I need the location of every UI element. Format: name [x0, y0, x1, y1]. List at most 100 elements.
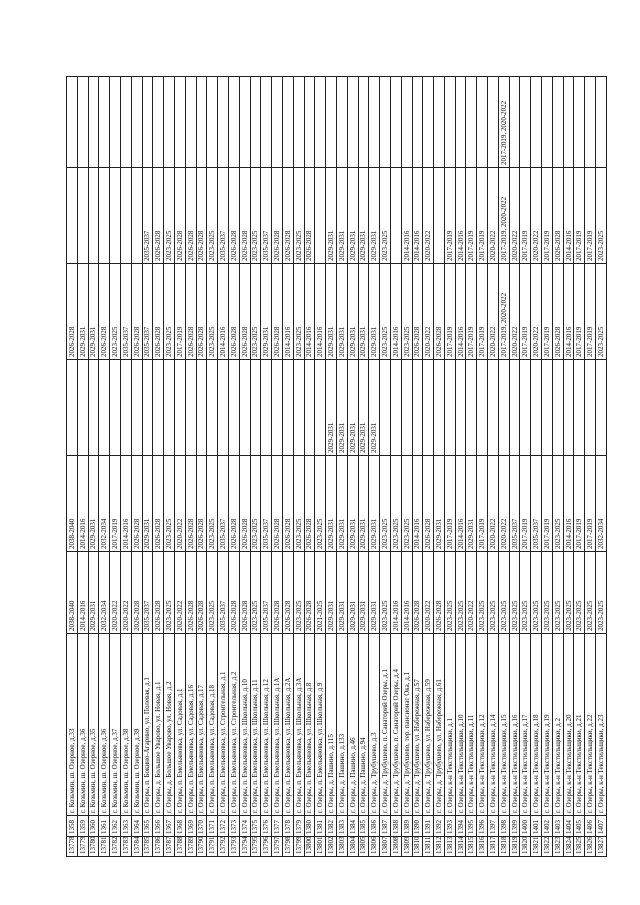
period-cell: 2017-2019, 2020-2022	[498, 167, 510, 264]
period-cell: 2029-2031	[347, 551, 359, 634]
period-cell: 2026-2028	[228, 167, 240, 264]
period-cell	[433, 359, 445, 456]
house-id-cell: 1381	[314, 815, 326, 837]
period-cell: 2017-2019	[444, 455, 456, 552]
period-cell: 2026-2028	[228, 263, 240, 360]
house-id-cell: 1389	[401, 815, 412, 837]
period-cell	[595, 76, 607, 168]
address-cell: г. Козьмин, ш. Озерное, д.37	[109, 633, 121, 816]
house-id-cell: 1365	[142, 815, 153, 837]
period-cell: 2026-2028	[196, 455, 207, 552]
period-cell	[185, 359, 197, 456]
period-cell: 2035-2037	[142, 167, 153, 264]
address-cell: г. Озеры, к-н Текстильщики, д.17	[519, 633, 531, 816]
house-id-cell: 1401	[530, 815, 542, 837]
period-cell: 2026-2028	[282, 551, 294, 634]
row-number-cell: 13778	[66, 836, 78, 857]
period-cell: 2035-2037	[217, 551, 229, 634]
period-cell: 2035-2037	[142, 551, 153, 634]
period-cell	[185, 76, 197, 168]
period-cell	[465, 359, 477, 456]
period-cell: 2020-2022	[530, 263, 542, 360]
period-cell: 2029-2031	[142, 455, 153, 552]
period-cell: 2026-2028	[185, 551, 197, 634]
period-cell: 2023-2025	[401, 263, 412, 360]
house-id-cell: 1394	[455, 815, 466, 837]
period-cell: 2023-2025	[455, 551, 466, 634]
period-cell	[109, 359, 121, 456]
period-cell	[552, 76, 564, 168]
house-id-cell: 1371	[206, 815, 218, 837]
period-cell: 2026-2028	[239, 551, 251, 634]
period-cell: 2017-2019, 2020-2022	[498, 263, 510, 360]
period-cell: 2026-2028	[239, 167, 251, 264]
period-cell: 2026-2028	[282, 167, 294, 264]
period-cell	[314, 359, 326, 456]
address-cell: г. Озеры, п. Емельяновка, ул. Школьная, …	[271, 633, 283, 816]
period-cell	[217, 76, 229, 168]
period-cell	[584, 76, 596, 168]
period-cell	[228, 359, 240, 456]
address-cell: г. Озеры, д. Трубушево, ул. Набережная, …	[422, 633, 434, 816]
period-cell: 2023-2025	[250, 263, 261, 360]
period-cell	[250, 359, 261, 456]
period-cell	[217, 359, 229, 456]
house-id-cell: 1360	[88, 815, 99, 837]
period-cell: 2026-2028	[271, 551, 283, 634]
period-cell: 2014-2016	[563, 455, 574, 552]
row-number-cell: 13785	[142, 836, 153, 857]
period-cell: 2026-2028	[185, 263, 197, 360]
period-cell: 2023-2025	[390, 455, 402, 552]
period-cell	[314, 76, 326, 168]
house-id-cell: 1382	[325, 815, 337, 837]
row-number-cell: 13804	[347, 836, 359, 857]
period-cell: 2023-2025	[401, 455, 412, 552]
period-cell: 2017-2019	[444, 167, 456, 264]
period-cell: 2029-2031	[368, 167, 380, 264]
period-cell: 2026-2028	[185, 455, 197, 552]
house-id-cell: 1372	[217, 815, 229, 837]
period-cell: 2020-2022	[120, 551, 132, 634]
address-cell: г. Озеры, п. Емельяновка, ул. Садовая, д…	[196, 633, 207, 816]
period-cell	[444, 359, 456, 456]
period-cell	[66, 76, 78, 168]
period-cell	[142, 76, 153, 168]
period-cell: 2035-2037	[260, 455, 272, 552]
period-cell	[379, 76, 391, 168]
address-cell: г. Озеры, к-н Текстильщики, д.1	[444, 633, 456, 816]
house-id-cell: 1403	[552, 815, 564, 837]
period-cell	[304, 359, 315, 456]
period-cell: 2029-2031	[465, 455, 477, 552]
address-cell: г. Озеры, п. Емельяновка, ул. Школьная, …	[314, 633, 326, 816]
period-cell: 2029-2031	[336, 359, 348, 456]
period-cell	[509, 76, 520, 168]
address-cell: г. Озеры, п. Емельяновка, ул. Школьная, …	[293, 633, 305, 816]
period-cell: 2026-2028	[152, 551, 164, 634]
period-cell	[519, 76, 531, 168]
period-cell	[109, 76, 121, 168]
period-cell	[196, 359, 207, 456]
period-cell: 2014-2016	[412, 455, 423, 552]
period-cell: 2017-2019	[465, 263, 477, 360]
row-number-cell: 13825	[573, 836, 585, 857]
period-cell	[228, 76, 240, 168]
row-number-cell: 13816	[476, 836, 488, 857]
period-cell	[476, 76, 488, 168]
period-cell: 2035-2037	[120, 263, 132, 360]
period-cell: 2029-2031	[347, 359, 359, 456]
period-cell: 2014-2016	[77, 551, 89, 634]
row-number-cell: 13808	[390, 836, 402, 857]
row-number-cell: 13821	[530, 836, 542, 857]
